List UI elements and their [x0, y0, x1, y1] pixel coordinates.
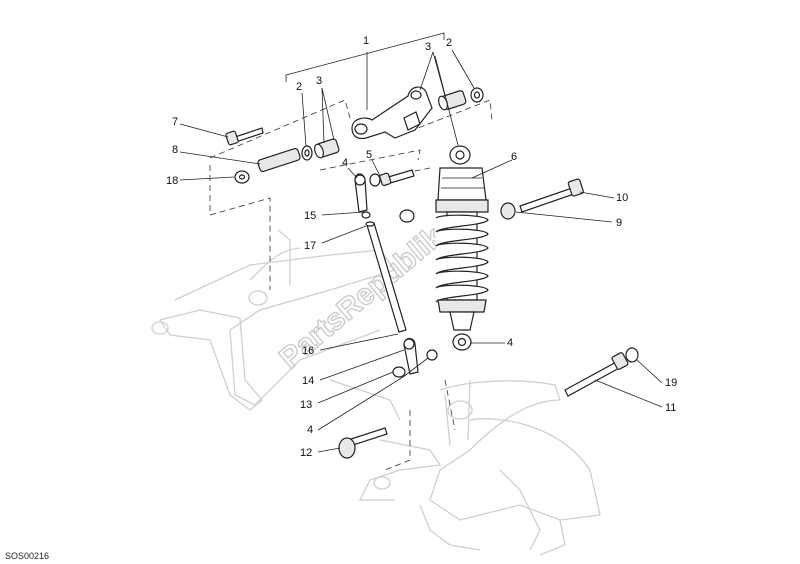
label-part-3-right: 3: [425, 41, 431, 53]
tie-rod: [354, 173, 438, 378]
label-part-4-right: 4: [507, 337, 513, 349]
frame-background: [151, 229, 601, 556]
label-part-15: 15: [304, 210, 316, 222]
label-part-12: 12: [300, 447, 312, 459]
label-part-3-left: 3: [316, 75, 322, 87]
label-part-2-left: 2: [296, 81, 302, 93]
label-part-16: 16: [302, 345, 314, 357]
label-part-18: 18: [166, 175, 178, 187]
coil-spring: [435, 214, 489, 303]
bolts: [225, 127, 639, 459]
part-labels: 1 2 3 3 2 7 8 18 4 5 6 10 9 15 17 16 4 1…: [166, 35, 677, 459]
label-part-9: 9: [616, 217, 622, 229]
label-part-6: 6: [511, 151, 517, 163]
label-part-13: 13: [300, 399, 312, 411]
shock-absorber: [435, 145, 516, 351]
label-part-4-top: 4: [342, 157, 348, 169]
label-part-14: 14: [302, 375, 314, 387]
label-part-7: 7: [172, 116, 178, 128]
watermark: PartsRepublik: [273, 220, 449, 375]
label-part-2-right: 2: [446, 37, 452, 49]
label-part-10: 10: [616, 192, 628, 204]
label-part-8: 8: [172, 144, 178, 156]
label-part-5: 5: [366, 149, 372, 161]
label-part-11: 11: [665, 402, 676, 414]
label-part-4-bottom: 4: [307, 424, 313, 436]
label-part-17: 17: [304, 240, 316, 252]
label-part-19: 19: [665, 377, 677, 389]
leader-lines: [179, 49, 663, 453]
rocker-linkage: [351, 86, 433, 140]
diagram-code: SOS00216: [5, 551, 49, 561]
bushings: [234, 87, 484, 223]
label-part-1: 1: [363, 35, 369, 47]
assembly-bracket: [285, 32, 445, 110]
